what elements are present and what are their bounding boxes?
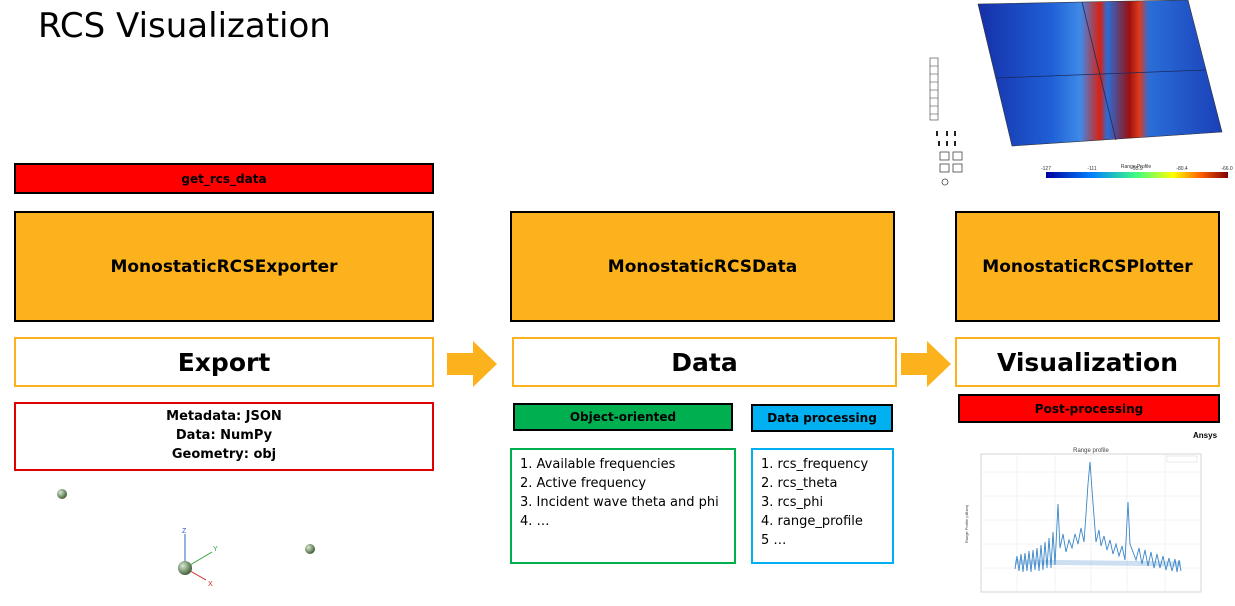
list-item: 4. … — [520, 514, 550, 529]
format-geometry: Geometry: obj — [171, 446, 277, 462]
visualization-stage-box: Visualization — [955, 337, 1220, 387]
list-item: 5 … — [761, 533, 787, 548]
axis-x-label: X — [208, 581, 213, 588]
axes-triad-icon: Z Y X — [178, 528, 218, 588]
geometry-sphere — [57, 489, 67, 499]
format-data: Data: NumPy — [175, 428, 273, 444]
post-processing-bar: Post-processing — [958, 394, 1220, 423]
flow-arrow-icon — [447, 341, 497, 387]
ansys-logo: Ansys — [1193, 431, 1218, 440]
colorbar-tick: -95.9 — [1131, 166, 1143, 172]
colorbar-tick: -127 — [1041, 166, 1051, 172]
list-item: 2. Active frequency — [520, 476, 647, 491]
object-oriented-list: 1. Available frequencies 2. Active frequ… — [510, 448, 736, 564]
range-profile-plot-image: Range profile Range Profile (dBsm) — [964, 448, 1202, 593]
colorbar-tick: -111 — [1087, 166, 1096, 172]
range-plot-ylabel: Range Profile (dBsm) — [964, 504, 969, 543]
geometry-sphere — [305, 544, 315, 554]
page-title: RCS Visualization — [38, 6, 331, 46]
colorbar-title: Range Profile — [1121, 164, 1152, 170]
exporter-class-box: MonostaticRCSExporter — [14, 211, 434, 322]
data-processing-list: 1. rcs_frequency 2. rcs_theta 3. rcs_phi… — [751, 448, 894, 564]
list-item: 2. rcs_theta — [761, 476, 838, 491]
object-oriented-tag: Object-oriented — [513, 403, 733, 431]
axis-z-label: Z — [182, 528, 187, 535]
get-rcs-data-bar: get_rcs_data — [14, 163, 434, 194]
list-item: 3. rcs_phi — [761, 495, 824, 510]
list-item: 1. Available frequencies — [520, 457, 676, 472]
data-processing-tag: Data processing — [751, 404, 893, 432]
plotter-class-box: MonostaticRCSPlotter — [955, 211, 1220, 322]
list-item: 1. rcs_frequency — [761, 457, 869, 472]
list-item: 3. Incident wave theta and phi — [520, 495, 719, 510]
flow-arrow-icon — [901, 341, 951, 387]
axis-y-label: Y — [213, 546, 218, 553]
format-metadata: Metadata: JSON — [166, 409, 282, 425]
list-item: 4. range_profile — [761, 514, 863, 529]
colorbar-tick: -80.4 — [1176, 166, 1188, 172]
data-stage-box: Data — [512, 337, 897, 387]
export-stage-box: Export — [14, 337, 434, 387]
data-class-box: MonostaticRCSData — [510, 211, 895, 322]
range-plot-title: Range profile — [1073, 448, 1109, 454]
rcs-heatmap-image: Range Profile -127 -111 -95.9 -80.4 -66.… — [929, 0, 1233, 186]
colorbar-tick: -66.0 — [1221, 166, 1233, 172]
export-formats-box: Metadata: JSON Data: NumPy Geometry: obj — [14, 402, 434, 471]
